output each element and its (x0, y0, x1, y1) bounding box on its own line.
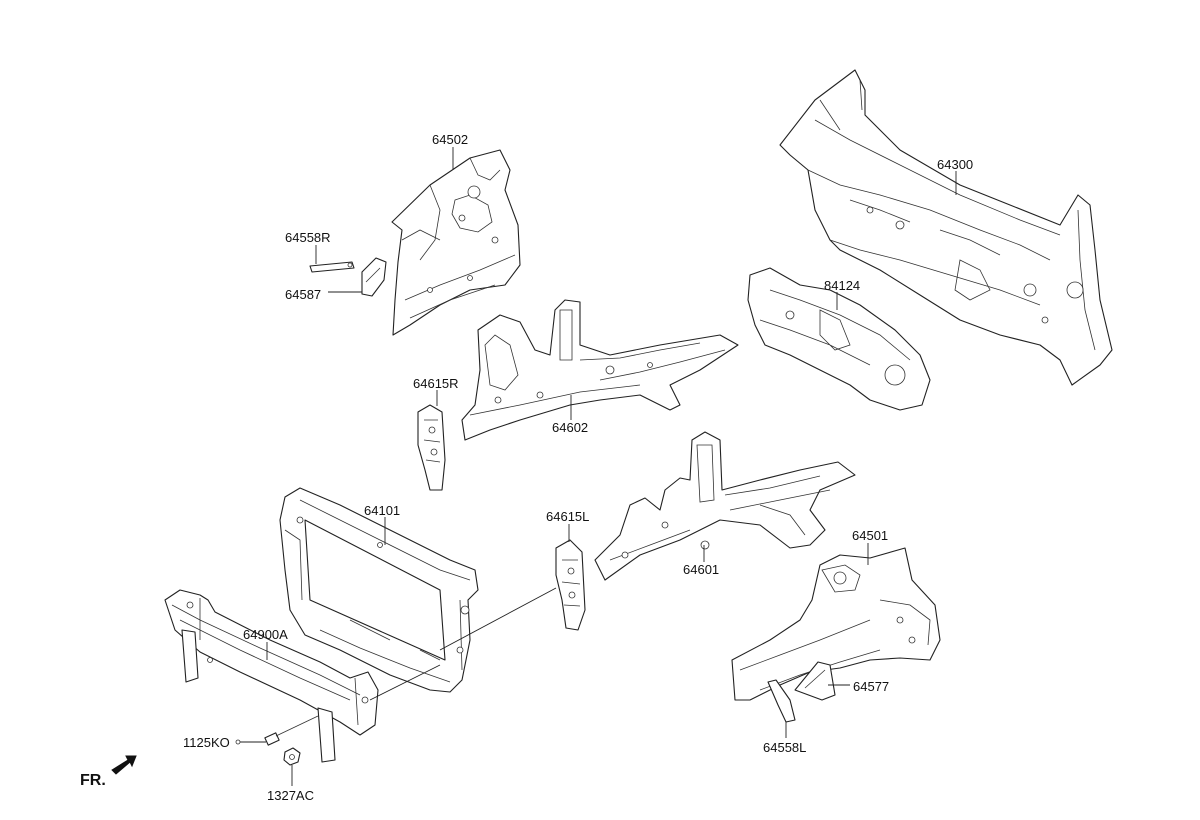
part-label-64900A[interactable]: 64900A (243, 627, 288, 642)
part-64615L-drawing[interactable] (555, 539, 586, 631)
part-label-64101[interactable]: 64101 (364, 503, 401, 518)
leader-bolt-line-right (439, 587, 557, 651)
part-label-64558L[interactable]: 64558L (763, 740, 807, 755)
leader-1125KO-dot (235, 739, 241, 745)
part-64900A-drawing[interactable] (164, 589, 379, 763)
part-64577-drawing[interactable] (794, 661, 836, 701)
leader-bolt-line-left (369, 664, 441, 701)
part-label-64602[interactable]: 64602 (552, 420, 589, 435)
part-label-1125KO[interactable]: 1125KO (183, 735, 230, 750)
part-label-64577[interactable]: 64577 (853, 679, 890, 694)
part-label-1327AC[interactable]: 1327AC (267, 788, 314, 803)
part-64587-drawing[interactable] (361, 257, 387, 297)
part-label-64501[interactable]: 64501 (852, 528, 889, 543)
part-label-64615R[interactable]: 64615R (413, 376, 459, 391)
part-label-64502[interactable]: 64502 (432, 132, 469, 147)
part-84124-drawing[interactable] (747, 267, 931, 411)
part-64300-drawing[interactable] (779, 69, 1113, 386)
part-64101-drawing[interactable] (279, 487, 479, 693)
part-label-64601[interactable]: 64601 (683, 562, 720, 577)
part-label-64300[interactable]: 64300 (937, 157, 974, 172)
part-64558L-drawing[interactable] (767, 679, 796, 723)
part-64502-drawing[interactable] (391, 149, 521, 336)
part-64501-drawing[interactable] (731, 547, 941, 701)
part-64602-drawing[interactable] (461, 299, 739, 441)
part-64558R-drawing[interactable] (309, 261, 355, 273)
part-1125KO-drawing[interactable] (264, 715, 319, 746)
part-label-64558R[interactable]: 64558R (285, 230, 331, 245)
part-label-64587[interactable]: 64587 (285, 287, 322, 302)
part-1327AC-drawing[interactable] (283, 747, 301, 766)
front-direction-label: FR. (80, 772, 106, 789)
front-direction-arrow-icon (111, 755, 137, 775)
part-64601-drawing[interactable] (594, 431, 856, 581)
part-64615R-drawing[interactable] (417, 404, 446, 491)
part-label-84124[interactable]: 84124 (824, 278, 861, 293)
part-label-64615L[interactable]: 64615L (546, 509, 590, 524)
